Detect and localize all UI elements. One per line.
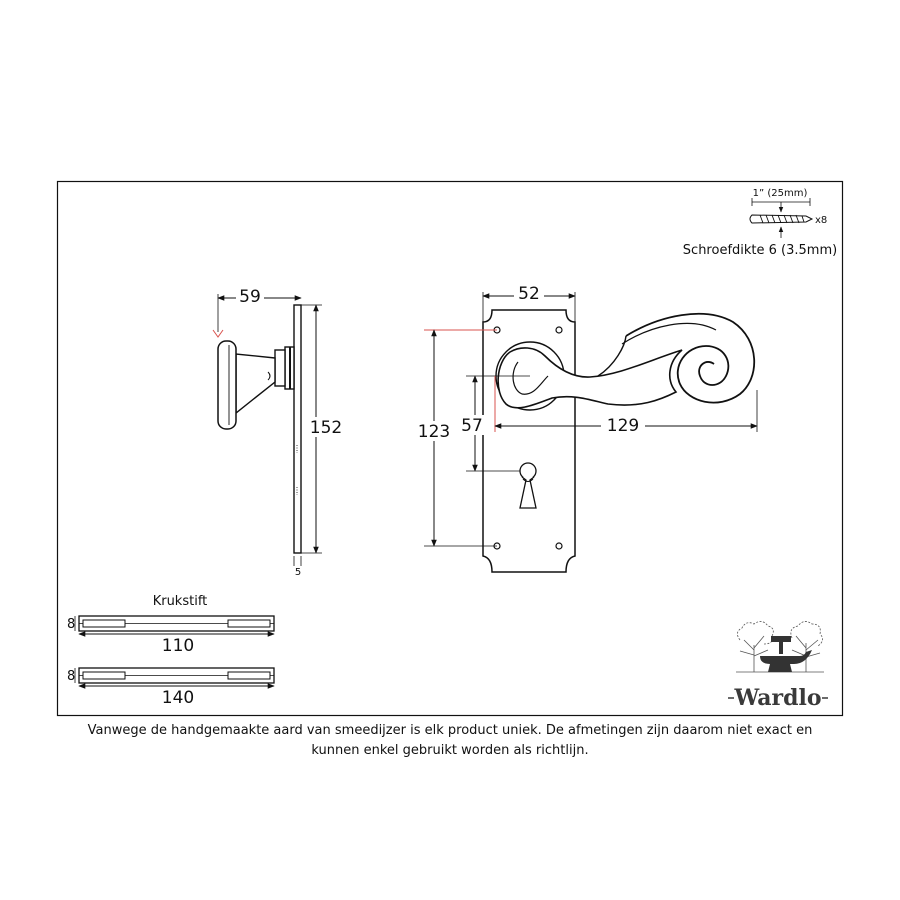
- disclaimer-line-2: kunnen enkel gebruikt worden als richtli…: [311, 743, 589, 758]
- keyhole-icon: [519, 462, 537, 509]
- spindle-section: Krukstift 8 110 8 140: [67, 594, 275, 708]
- backplate-side: [293, 304, 302, 554]
- spindle-length: 140: [162, 688, 194, 708]
- screw-quantity: x8: [815, 215, 827, 226]
- spindle-heading: Krukstift: [153, 594, 208, 609]
- screw-icon: [749, 214, 814, 224]
- height-dimension: 152: [310, 418, 342, 438]
- screw-length-label: 1” (25mm): [753, 188, 808, 199]
- lever-length-dimension: 129: [607, 416, 639, 436]
- screw-hole: [555, 542, 563, 550]
- disclaimer-line-1: Vanwege de handgemaakte aard van smeedij…: [87, 723, 813, 738]
- projection-dimension: 59: [239, 287, 261, 307]
- brand-name: Wardlo: [733, 685, 821, 711]
- spindle-140: 8 140: [67, 667, 275, 708]
- spindle-length: 110: [162, 636, 194, 656]
- anvil-icon: [760, 636, 812, 672]
- spindle-section-size: 8: [67, 617, 75, 632]
- screw-spec: 1” (25mm) x8 Schroefdikte 6 (3.5mm): [683, 188, 837, 258]
- plate-width-dimension: 52: [518, 284, 540, 304]
- lever-front: [497, 312, 756, 409]
- screw-hole: [555, 326, 563, 334]
- drawing-frame: [56, 180, 844, 717]
- screw-thickness-label: Schroefdikte 6 (3.5mm): [683, 243, 837, 258]
- spindle-section-size: 8: [67, 669, 75, 684]
- brand-logo: Wardlo: [728, 621, 828, 711]
- spindle-110: 8 110: [67, 615, 275, 656]
- disclaimer: Vanwege de handgemaakte aard van smeedij…: [60, 721, 840, 761]
- thickness-dimension: 5: [295, 567, 301, 578]
- lever-side: [217, 340, 295, 430]
- fixing-centres-dimension: 123: [418, 422, 450, 442]
- side-view: 59 152 5: [212, 286, 344, 578]
- front-view: 52 123 57 129: [414, 283, 758, 573]
- lever-keyhole-dimension: 57: [461, 416, 483, 436]
